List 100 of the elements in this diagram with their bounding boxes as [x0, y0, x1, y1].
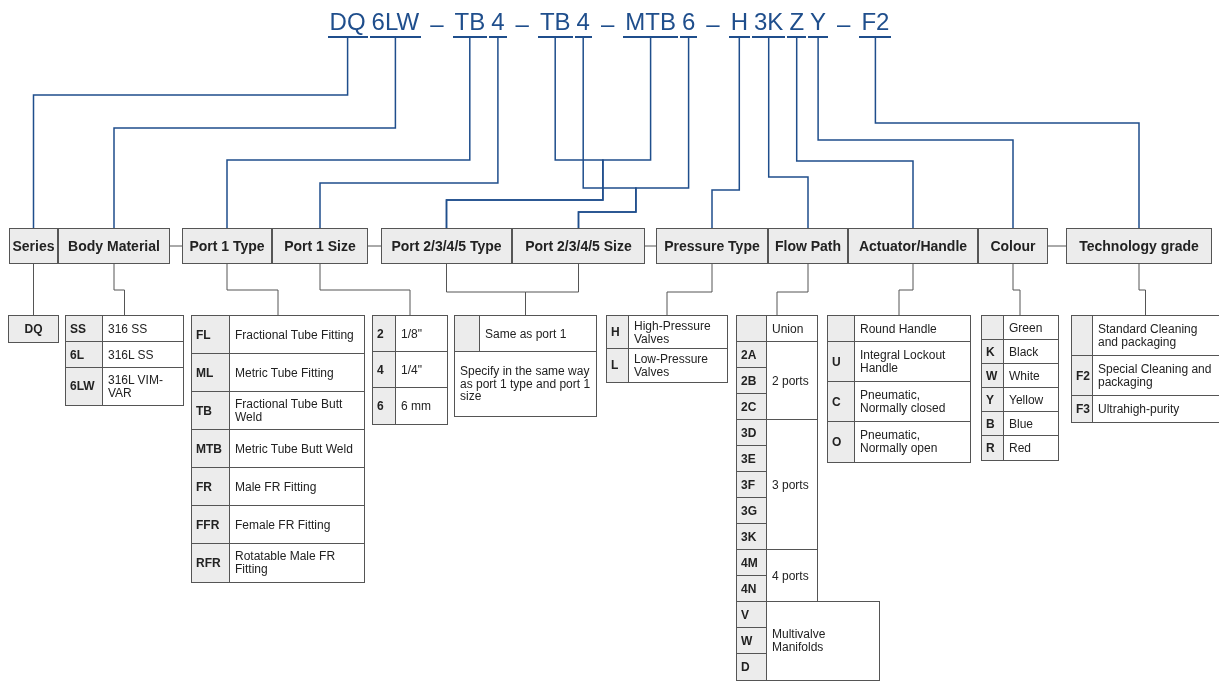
code-segment: 6LW	[369, 8, 422, 38]
code-segment: Z	[787, 8, 807, 38]
connector-line	[898, 263, 914, 317]
code-segment: 4	[574, 8, 592, 38]
option-description: 1/4"	[396, 352, 447, 388]
option-code: 3K	[737, 524, 767, 550]
connector-line	[776, 263, 809, 317]
separator-dash: –	[706, 10, 720, 38]
connector-line	[113, 263, 125, 317]
leader-line	[711, 37, 741, 229]
option-code: L	[607, 349, 629, 382]
option-code: TB	[192, 392, 230, 430]
option-code: FFR	[192, 506, 230, 544]
option-code: 2C	[737, 394, 767, 420]
category-header: Port 2/3/4/5 Size	[512, 228, 645, 264]
option-code: FR	[192, 468, 230, 506]
option-code: 3F	[737, 472, 767, 498]
option-description: Black	[1004, 340, 1058, 364]
code-segment: Y	[808, 8, 829, 38]
separator-dash: –	[515, 10, 529, 38]
option-code: U	[828, 342, 855, 382]
option-code: 6LW	[66, 368, 103, 405]
option-code: SS	[66, 316, 103, 342]
option-table	[373, 316, 447, 424]
option-table	[192, 316, 364, 582]
option-table	[66, 316, 183, 405]
option-description: Metric Tube Fitting	[230, 354, 364, 392]
code-segment: F2	[859, 8, 892, 38]
node-label: Specify in the same way as port 1 type and port 1 size	[460, 364, 591, 404]
code-segment: TB	[452, 8, 488, 38]
leader-line	[319, 37, 499, 229]
option-code: 2A	[737, 342, 767, 368]
connector-line	[644, 245, 657, 247]
leader-line	[795, 37, 914, 229]
category-header: Series	[9, 228, 58, 264]
option-code: H	[607, 316, 629, 349]
code-segment: MTB	[623, 8, 678, 38]
option-code: 3E	[737, 446, 767, 472]
leader-line	[874, 37, 1140, 229]
option-code: 6	[373, 388, 396, 424]
option-code: R	[982, 436, 1004, 460]
leader-line	[445, 37, 652, 229]
connector-line	[169, 245, 183, 247]
connector-line	[666, 263, 713, 317]
connector-line	[1012, 263, 1021, 317]
option-code: FL	[192, 316, 230, 354]
code-segment: TB	[537, 8, 573, 38]
option-table	[828, 316, 970, 462]
option-code: O	[828, 422, 855, 462]
option-code: 2	[373, 316, 396, 352]
separator-dash: –	[430, 10, 444, 38]
option-code: B	[982, 412, 1004, 436]
leader-line	[113, 37, 397, 229]
option-code: DQ	[9, 316, 58, 342]
category-header: Body Material	[58, 228, 170, 264]
category-header: Pressure Type	[656, 228, 768, 264]
option-code: F2	[1072, 356, 1093, 396]
option-code: Y	[982, 388, 1004, 412]
option-code: ML	[192, 354, 230, 392]
connector-line	[226, 263, 279, 317]
option-code: D	[737, 654, 767, 680]
connector-line	[319, 263, 411, 317]
option-code: 4N	[737, 576, 767, 602]
option-code: 4M	[737, 550, 767, 576]
code-segment: H	[728, 8, 750, 38]
leader-line	[577, 37, 690, 229]
option-code: RFR	[192, 544, 230, 582]
option-code: V	[737, 602, 767, 628]
connector-line	[1047, 245, 1067, 247]
option-table	[1072, 316, 1219, 422]
option-table	[982, 316, 1058, 460]
option-code: 3G	[737, 498, 767, 524]
category-header: Colour	[978, 228, 1048, 264]
option-code: W	[737, 628, 767, 654]
option-description: Integral Lockout Handle	[855, 342, 970, 382]
category-header: Port 2/3/4/5 Type	[381, 228, 512, 264]
separator-dash: –	[837, 10, 851, 38]
option-code: 6L	[66, 342, 103, 368]
option-code: C	[828, 382, 855, 422]
code-segment: DQ	[327, 8, 368, 38]
option-code: K	[982, 340, 1004, 364]
leader-line	[226, 37, 471, 229]
leader-line	[817, 37, 1014, 229]
connector-line	[1138, 263, 1146, 317]
connector-line	[367, 245, 382, 247]
category-header: Flow Path	[768, 228, 848, 264]
option-code: W	[982, 364, 1004, 388]
category-header: Actuator/Handle	[848, 228, 978, 264]
option-code: 3D	[737, 420, 767, 446]
option-code: 4	[373, 352, 396, 388]
separator-dash: –	[600, 10, 615, 38]
option-description: 316L SS	[103, 342, 183, 368]
option-code: 2B	[737, 368, 767, 394]
code-segment: 4	[489, 8, 507, 38]
connector-line	[33, 263, 34, 317]
code-segment: 3K	[752, 8, 786, 38]
category-header: Port 1 Type	[182, 228, 272, 264]
option-table	[607, 316, 727, 382]
option-code: F3	[1072, 396, 1093, 422]
category-header: Port 1 Size	[272, 228, 368, 264]
